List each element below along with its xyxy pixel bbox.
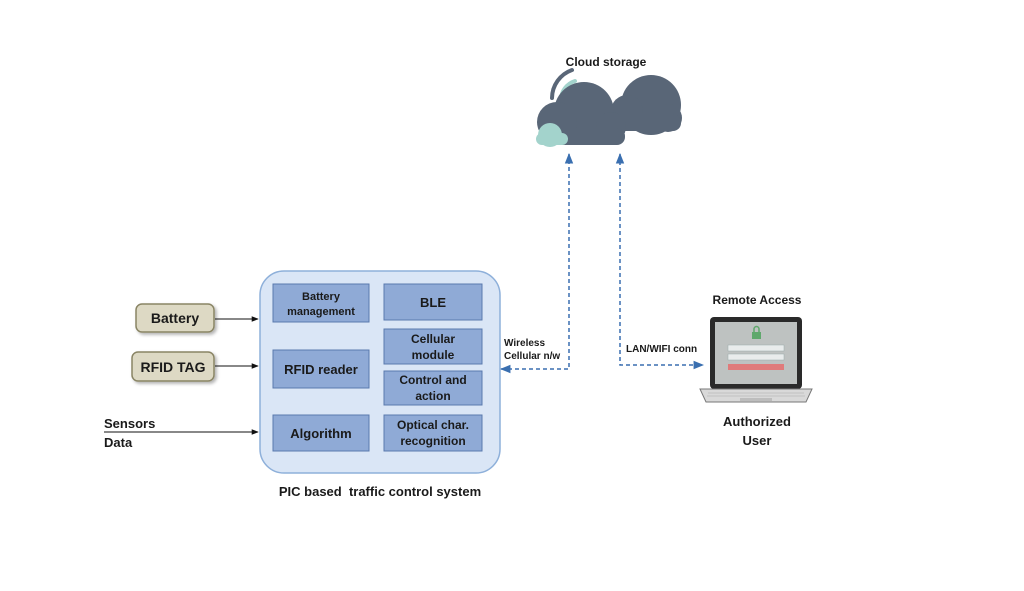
- module-ble: BLE: [383, 283, 483, 321]
- sensors-line2: Data: [104, 435, 133, 450]
- control-line1: Control and: [399, 373, 466, 387]
- algorithm-label: Algorithm: [290, 426, 351, 441]
- system-caption: PIC based traffic control system: [279, 484, 481, 499]
- module-rfid-reader: RFID reader: [272, 349, 370, 389]
- module-battery-management: Battery management: [272, 283, 370, 323]
- remote-access-title: Remote Access: [713, 293, 802, 307]
- module-algorithm: Algorithm: [272, 414, 370, 452]
- traffic-control-system: Battery management BLE Cellular module R…: [259, 270, 501, 499]
- module-cellular: Cellular module: [383, 328, 483, 365]
- battery-label: Battery: [151, 310, 199, 326]
- cloud-icon: [536, 75, 682, 147]
- battery-management-line1: Battery: [302, 291, 341, 303]
- ble-label: BLE: [420, 295, 446, 310]
- lan-wifi-link: LAN/WIFI conn: [615, 152, 705, 370]
- authorized-user-line1: Authorized: [723, 414, 791, 429]
- authorized-user-line2: User: [743, 433, 772, 448]
- wireless-line1: Wireless: [504, 338, 545, 349]
- lock-icon: [752, 325, 761, 339]
- rfid-tag-label: RFID TAG: [140, 359, 205, 375]
- module-ocr: Optical char. recognition: [383, 414, 483, 452]
- input-sensors-data: Sensors Data: [104, 416, 259, 450]
- module-control-action: Control and action: [383, 370, 483, 406]
- remote-access: Remote Access Authorized User: [699, 293, 813, 448]
- control-line2: action: [415, 389, 450, 403]
- sensors-line1: Sensors: [104, 416, 155, 431]
- cellular-line1: Cellular: [411, 332, 455, 346]
- ocr-line1: Optical char.: [397, 418, 469, 432]
- wireless-line2: Cellular n/w: [504, 351, 560, 362]
- input-rfid-tag: RFID TAG: [131, 351, 259, 382]
- cloud-storage: Cloud storage: [536, 55, 682, 147]
- battery-management-line2: management: [287, 306, 355, 318]
- lan-wifi-label: LAN/WIFI conn: [626, 344, 697, 355]
- input-battery: Battery: [135, 303, 259, 333]
- ocr-line2: recognition: [400, 434, 465, 448]
- cellular-line2: module: [412, 348, 455, 362]
- laptop-icon: [699, 317, 813, 403]
- wireless-link: Wireless Cellular n/w: [499, 152, 574, 374]
- cloud-storage-label: Cloud storage: [566, 55, 647, 69]
- rfid-reader-label: RFID reader: [284, 362, 358, 377]
